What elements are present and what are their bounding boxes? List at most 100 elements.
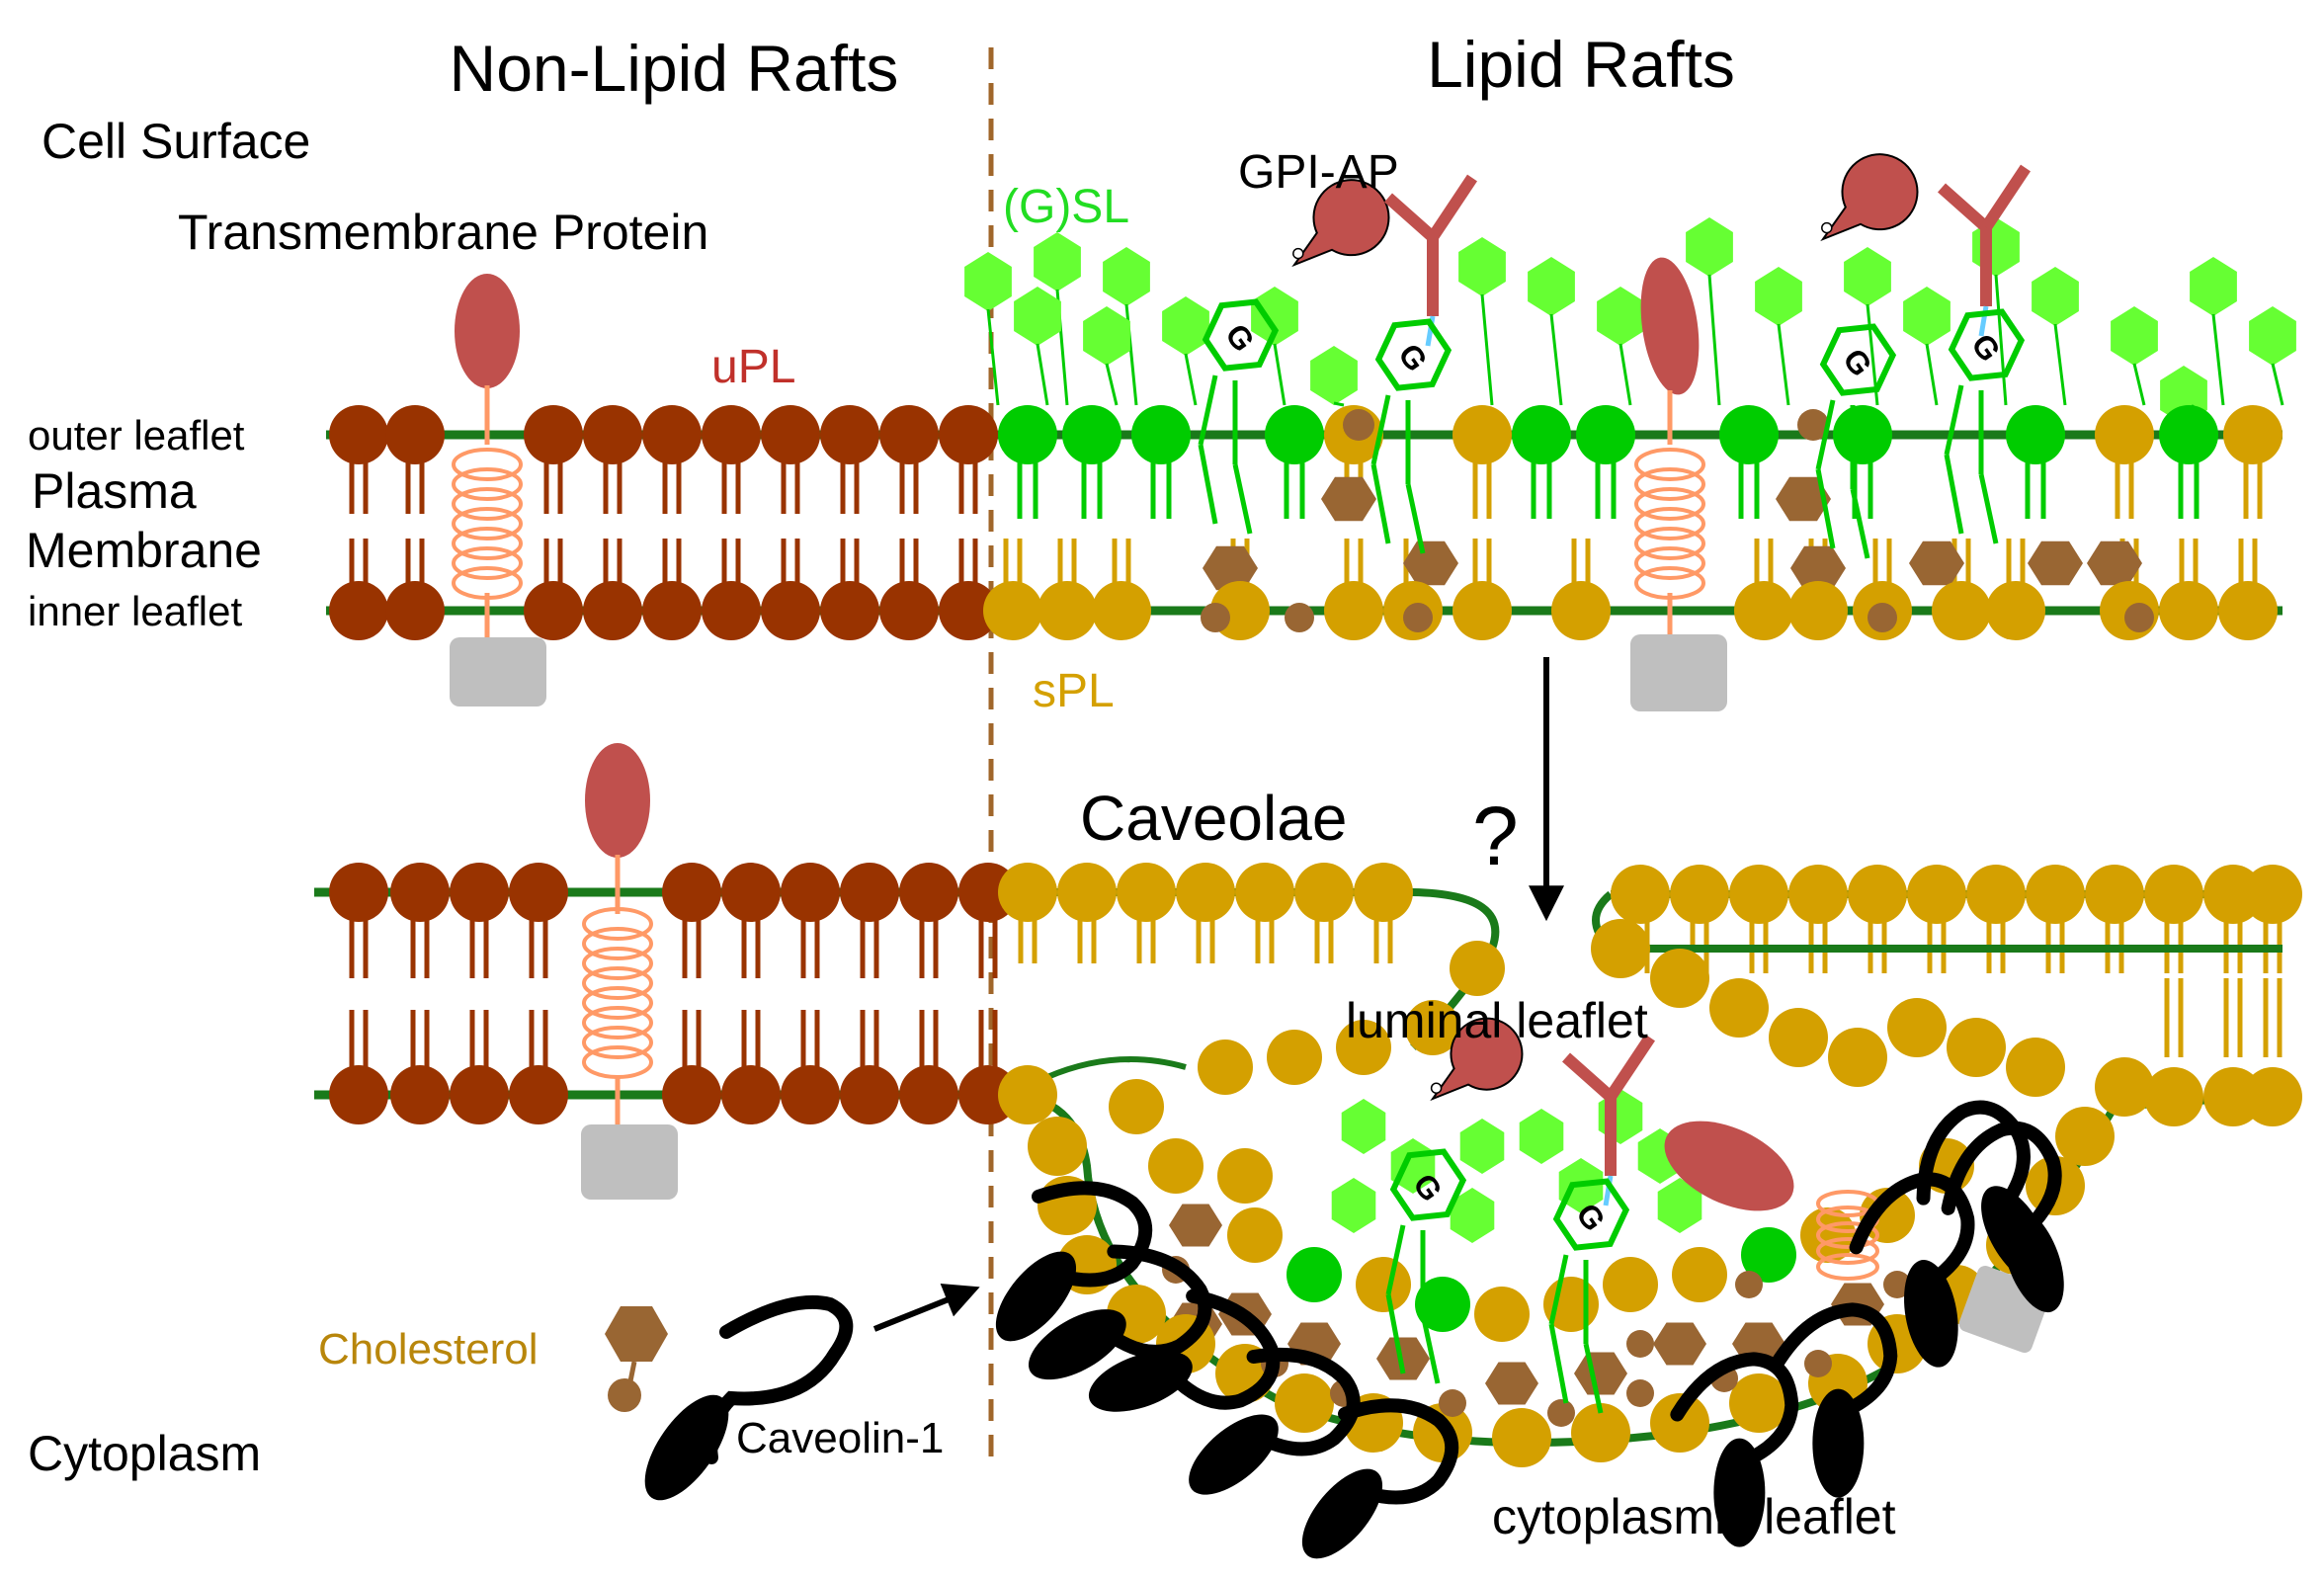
spl-head bbox=[1670, 865, 1729, 924]
gpi-tail bbox=[1548, 1254, 1569, 1325]
cholesterol-ring bbox=[1485, 1362, 1538, 1405]
upl-head bbox=[524, 581, 583, 640]
spl-head bbox=[1887, 998, 1947, 1057]
gpi-tail bbox=[1405, 483, 1426, 554]
spl-head bbox=[1109, 1079, 1164, 1134]
upl-head bbox=[583, 581, 642, 640]
spl-head bbox=[998, 863, 1057, 922]
cholesterol-ring bbox=[2028, 541, 2083, 586]
spl-head bbox=[2243, 865, 2302, 924]
label-luminal-leaflet: luminal leaflet bbox=[1346, 993, 1648, 1048]
upl-head bbox=[329, 863, 388, 922]
spl-head bbox=[1729, 1373, 1788, 1433]
spl-head bbox=[1294, 863, 1354, 922]
cholesterol-head bbox=[1626, 1330, 1654, 1358]
spl-head bbox=[2006, 1038, 2065, 1097]
helix-turn bbox=[452, 546, 523, 580]
upl-head bbox=[761, 581, 820, 640]
spl-head bbox=[2055, 1107, 2115, 1166]
caveolin-loop bbox=[1032, 1181, 1153, 1288]
cholesterol-head bbox=[1439, 1389, 1466, 1417]
spl-head bbox=[1227, 1207, 1283, 1263]
upl-head bbox=[721, 1065, 781, 1124]
gsl-sugar bbox=[1755, 267, 1802, 326]
upl-head bbox=[642, 405, 702, 464]
upl-head bbox=[899, 1065, 958, 1124]
antibody-arm bbox=[1562, 1052, 1615, 1102]
cytoplasmic-domain bbox=[581, 1124, 678, 1200]
protein-ectodomain bbox=[585, 743, 650, 858]
cholesterol-head bbox=[1626, 1379, 1654, 1407]
gpi-tail bbox=[1385, 1293, 1406, 1374]
upl-head bbox=[939, 405, 998, 464]
spl-head bbox=[2095, 405, 2154, 464]
upl-head bbox=[509, 1065, 568, 1124]
caveola-bulb-edge bbox=[1045, 1056, 1187, 1080]
helix-turn bbox=[582, 1045, 653, 1079]
caveolin-loop bbox=[1100, 1244, 1212, 1359]
heading-lipid-rafts: Lipid Rafts bbox=[1427, 28, 1735, 101]
spl-head bbox=[1551, 581, 1611, 640]
helix-turn bbox=[1634, 507, 1705, 541]
upl-head bbox=[702, 581, 761, 640]
spl-head bbox=[1947, 1018, 2006, 1077]
label-spl: sPL bbox=[1033, 665, 1115, 717]
spl-head bbox=[2095, 1057, 2154, 1117]
gsl-linker bbox=[986, 308, 1000, 406]
upl-head bbox=[390, 863, 450, 922]
spl-head bbox=[1452, 581, 1512, 640]
gpi-tail bbox=[1198, 444, 1218, 525]
protein-ectodomain bbox=[455, 274, 520, 388]
spl-head bbox=[2159, 581, 2218, 640]
antibody-arm bbox=[1428, 174, 1477, 241]
gsl-sugar bbox=[1034, 232, 1081, 291]
upl-head bbox=[820, 405, 879, 464]
gpi-anchor: G bbox=[1815, 323, 1897, 559]
spl-head bbox=[2026, 865, 2085, 924]
caveolin-foot bbox=[1713, 1438, 1766, 1547]
gsl-head bbox=[2159, 405, 2218, 464]
upl-head bbox=[524, 405, 583, 464]
spl-head bbox=[1452, 405, 1512, 464]
caveolin-foot bbox=[1189, 1414, 1279, 1495]
upl-head bbox=[939, 581, 998, 640]
gpi-tail bbox=[1815, 468, 1836, 549]
spl-head bbox=[1275, 1373, 1334, 1433]
enzyme-icon bbox=[1820, 153, 1919, 242]
cholesterol-ring bbox=[1790, 545, 1846, 591]
caveolin-coat bbox=[995, 1100, 2064, 1559]
upl-head bbox=[899, 863, 958, 922]
spl-head bbox=[1148, 1138, 1204, 1194]
gsl-linker bbox=[1036, 343, 1049, 406]
spl-head bbox=[2144, 1067, 2203, 1126]
upl-head bbox=[662, 863, 721, 922]
gsl-linker bbox=[1994, 274, 2008, 406]
caveolin-loop bbox=[1338, 1398, 1459, 1505]
caveolin-icon bbox=[644, 1294, 854, 1501]
spl-head bbox=[1729, 865, 1788, 924]
spl-head bbox=[1356, 1257, 1411, 1312]
helix-turn bbox=[1816, 1221, 1879, 1249]
cytoplasmic-domain bbox=[1630, 634, 1727, 711]
upl-head bbox=[329, 1065, 388, 1124]
label-upl: uPL bbox=[711, 341, 795, 393]
spl-head bbox=[1788, 581, 1848, 640]
spl-head bbox=[1474, 1287, 1530, 1342]
gsl-sugar bbox=[1686, 217, 1733, 277]
gsl-sugar bbox=[1103, 247, 1150, 306]
gsl-sugar bbox=[1331, 1178, 1376, 1233]
gsl-linker bbox=[1777, 323, 1790, 406]
spl-head bbox=[1800, 1207, 1856, 1263]
caveolin-unit bbox=[1769, 1302, 1898, 1498]
alpha-helix-icon bbox=[452, 448, 523, 600]
gsl-sugar bbox=[1251, 287, 1298, 346]
spl-head bbox=[1038, 581, 1097, 640]
caveolin-unit bbox=[1301, 1398, 1459, 1559]
enzyme-icon bbox=[1430, 1017, 1524, 1102]
spl-head bbox=[1235, 863, 1294, 922]
cholesterol-head bbox=[1343, 409, 1374, 441]
gsl-linker bbox=[1184, 353, 1198, 406]
upl-head bbox=[702, 405, 761, 464]
transmembrane-protein-raft bbox=[1630, 257, 1727, 711]
gsl-linker bbox=[1333, 401, 1345, 407]
